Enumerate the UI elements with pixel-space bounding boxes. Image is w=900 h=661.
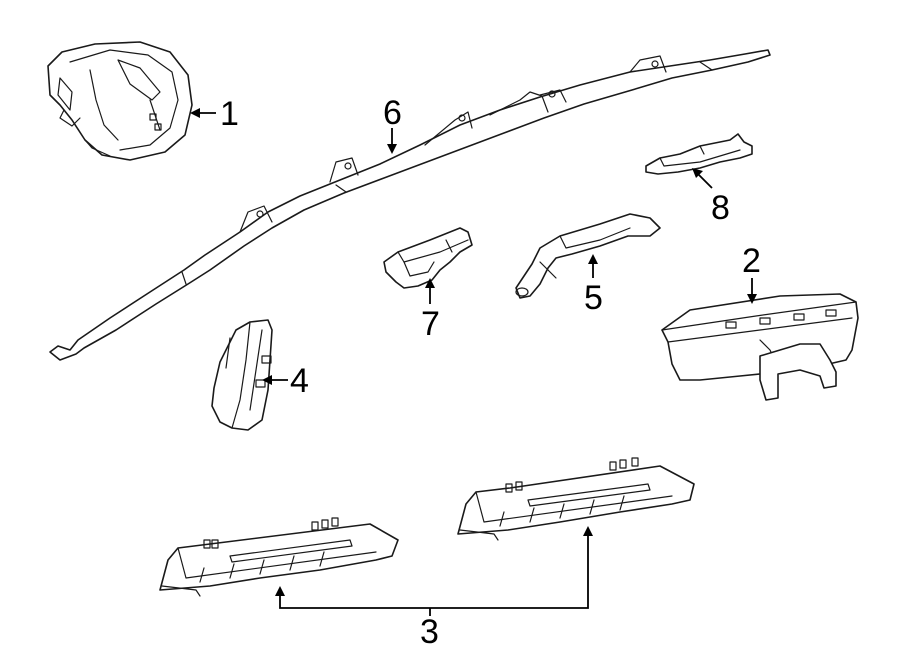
callout-3: 3: [420, 613, 439, 651]
bracket-5: [515, 213, 661, 299]
bracket-7: [383, 227, 473, 289]
leader-8: [692, 168, 713, 189]
callout-2: 2: [742, 242, 761, 280]
leader-6: [387, 128, 397, 154]
callout-4: 4: [290, 362, 309, 400]
callout-7: 7: [421, 305, 440, 343]
leader-1: [190, 108, 216, 118]
leader-7: [425, 278, 435, 304]
leader-3: [275, 526, 593, 616]
module-3-left: [159, 517, 399, 597]
callout-6: 6: [383, 94, 402, 132]
curtain-airbag: [49, 49, 771, 361]
passenger-airbag: [661, 293, 859, 401]
callout-1: 1: [220, 95, 239, 133]
leader-5: [588, 254, 598, 278]
callout-8: 8: [711, 189, 730, 227]
leader-4: [262, 375, 288, 385]
module-3-right: [457, 457, 695, 541]
steering-wheel-airbag: [47, 41, 193, 161]
leader-2: [747, 278, 757, 304]
bracket-8: [645, 133, 753, 175]
side-airbag: [211, 319, 273, 431]
callout-5: 5: [584, 279, 603, 317]
